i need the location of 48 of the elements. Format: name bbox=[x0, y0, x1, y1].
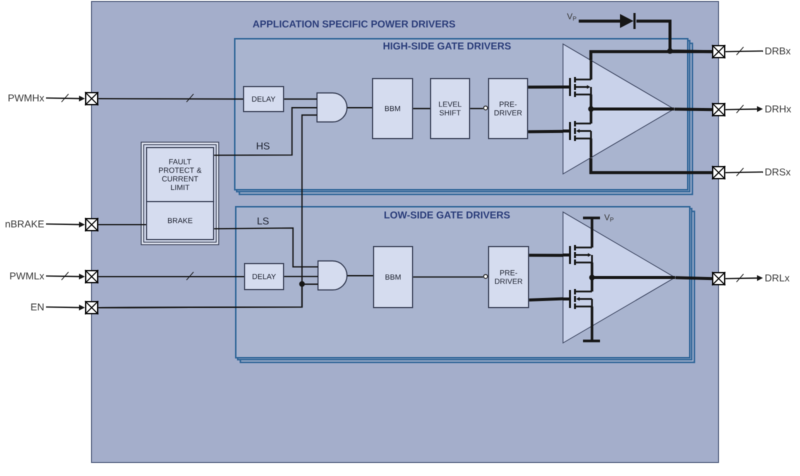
pin-terminal bbox=[711, 44, 726, 59]
pin-terminal bbox=[84, 300, 99, 315]
pin-terminal bbox=[84, 217, 99, 232]
supply-label: V$_{P}$ bbox=[566, 13, 576, 21]
pin-label: DRBx bbox=[766, 48, 791, 54]
wire bbox=[725, 171, 764, 174]
pin-label: EN bbox=[31, 304, 44, 310]
wire bbox=[675, 276, 712, 280]
supply-label: V$_{P}$ bbox=[604, 214, 614, 222]
wire bbox=[674, 108, 712, 112]
and-gate bbox=[317, 260, 348, 291]
pin-terminal bbox=[84, 91, 99, 106]
pin-label: PWMLx bbox=[10, 272, 44, 280]
pin-terminal bbox=[711, 165, 726, 180]
wire bbox=[636, 20, 712, 54]
wire bbox=[284, 276, 318, 278]
wire bbox=[413, 108, 430, 110]
pin-label: DRHx bbox=[766, 106, 792, 112]
wire bbox=[214, 107, 317, 156]
wire bbox=[528, 130, 564, 134]
wire bbox=[347, 107, 372, 108]
wire bbox=[284, 98, 317, 100]
wire bbox=[98, 98, 243, 100]
wire bbox=[528, 86, 564, 89]
wire bbox=[578, 20, 620, 23]
and-gate bbox=[316, 92, 348, 123]
pin-terminal bbox=[711, 271, 726, 286]
block-title: APPLICATION SPECIFIC POWER DRIVERS bbox=[252, 20, 456, 28]
wire bbox=[98, 224, 146, 226]
wire bbox=[98, 276, 244, 278]
panel-title: LOW-SIDE GATE DRIVERS bbox=[384, 211, 510, 218]
wire bbox=[529, 254, 564, 257]
pin-label: DRLx bbox=[766, 274, 790, 282]
pin-terminal bbox=[711, 102, 726, 117]
pin-label: DRSx bbox=[766, 168, 791, 176]
wire bbox=[347, 275, 373, 276]
panel-title: HIGH-SIDE GATE DRIVERS bbox=[384, 42, 511, 50]
wire bbox=[589, 158, 712, 174]
wire bbox=[214, 227, 318, 268]
wire bbox=[98, 284, 318, 308]
pin-label: PWMHx bbox=[8, 94, 44, 102]
wire bbox=[470, 108, 484, 110]
wire bbox=[725, 50, 764, 52]
wire bbox=[413, 276, 484, 278]
pin-terminal bbox=[84, 269, 99, 284]
pin-label: nBRAKE bbox=[6, 220, 44, 228]
diode-symbol bbox=[620, 13, 636, 29]
wire bbox=[529, 297, 564, 302]
